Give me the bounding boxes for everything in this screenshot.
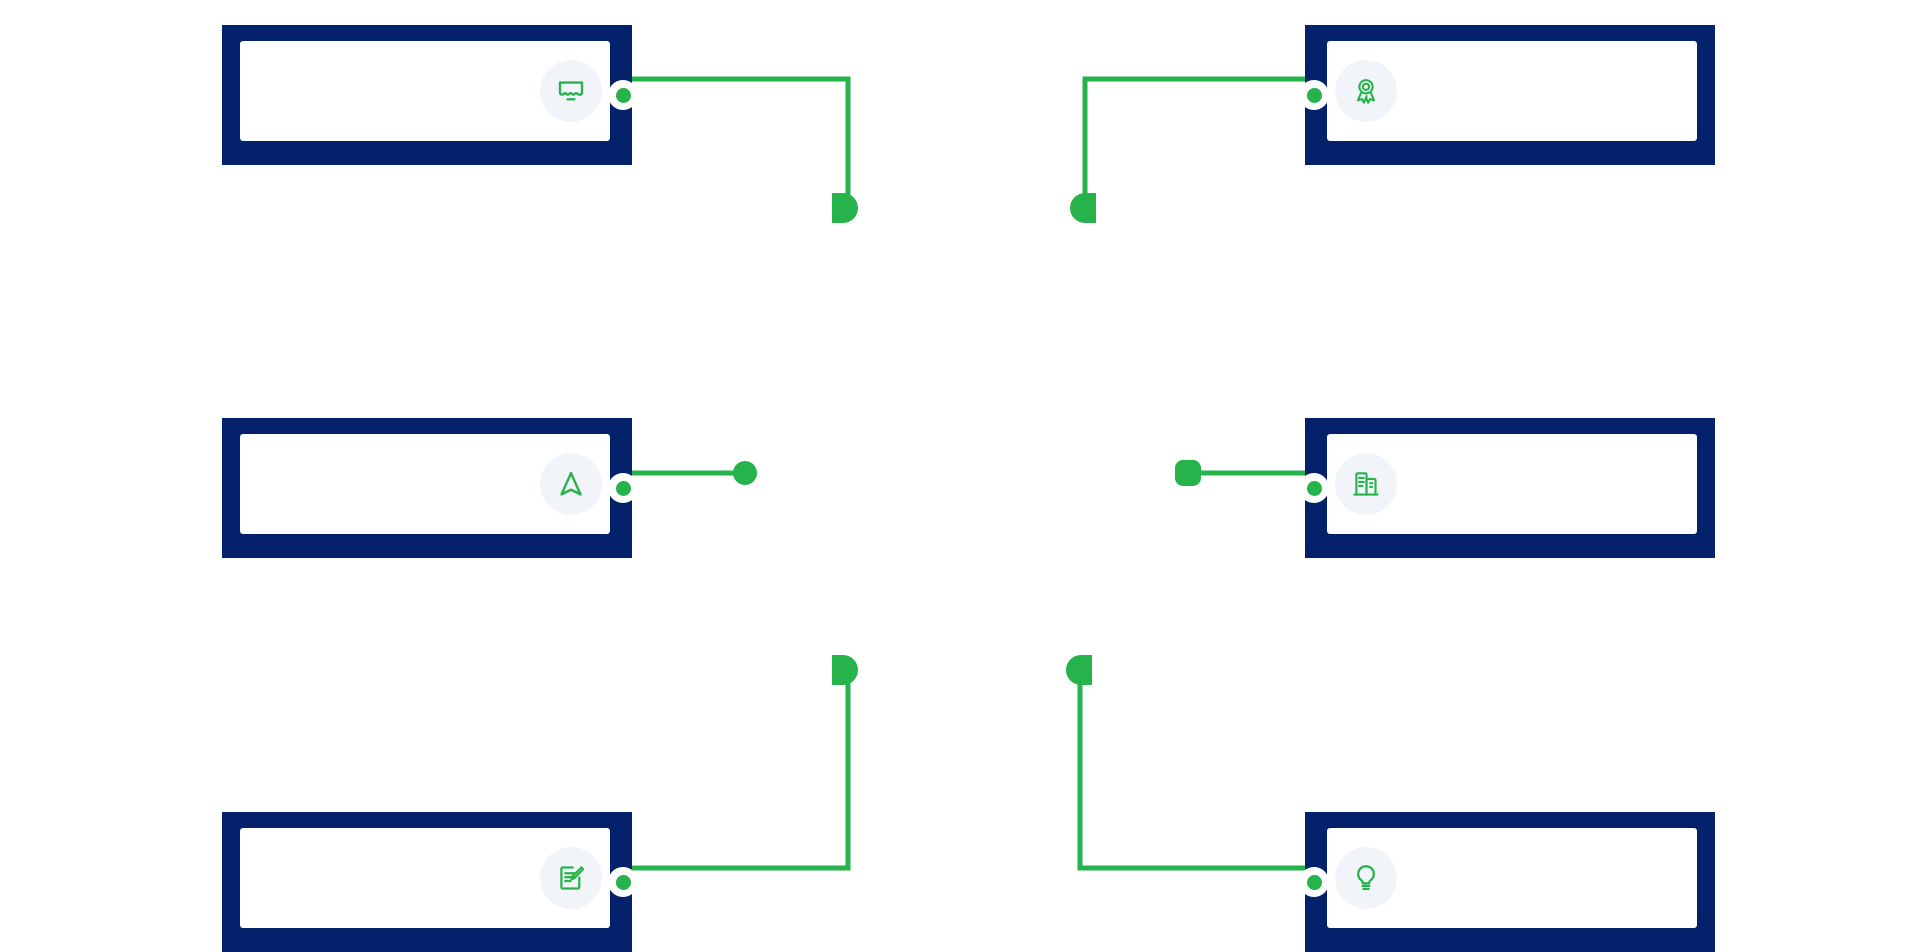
- navigation-arrow-icon-badge: [540, 453, 602, 515]
- edge-endpoint-edge-navigation-out[interactable]: [733, 461, 757, 485]
- office-building-icon-badge: [1335, 453, 1397, 515]
- node-building-handle-dot: [1306, 480, 1322, 496]
- edge-endpoint-edge-form-edit-out[interactable]: [832, 655, 858, 685]
- node-building-connection-handle[interactable]: [1299, 473, 1329, 503]
- node-idea-connection-handle[interactable]: [1299, 867, 1329, 897]
- edge-edge-idea-in[interactable]: [1077, 672, 1315, 871]
- edge-endpoint-edge-building-in[interactable]: [1175, 460, 1201, 486]
- node-idea-handle-dot: [1306, 874, 1322, 890]
- edge-edge-award-in[interactable]: [1082, 76, 1315, 200]
- edge-endpoint-edge-idea-in[interactable]: [1066, 655, 1092, 685]
- navigation-arrow-icon: [556, 469, 586, 499]
- edge-endpoint-edge-display-out[interactable]: [832, 193, 858, 223]
- node-navigation-connection-handle[interactable]: [608, 473, 638, 503]
- edge-edge-display-out[interactable]: [620, 76, 851, 200]
- edge-edge-form-edit-out[interactable]: [620, 672, 851, 871]
- node-form-edit-connection-handle[interactable]: [608, 867, 638, 897]
- node-navigation-handle-dot: [615, 480, 631, 496]
- award-ribbon-icon-badge: [1335, 60, 1397, 122]
- document-edit-icon: [556, 863, 586, 893]
- node-award-panel[interactable]: [1327, 41, 1697, 141]
- node-award-connection-handle[interactable]: [1299, 80, 1329, 110]
- office-building-icon: [1351, 469, 1381, 499]
- node-display[interactable]: [222, 25, 638, 165]
- node-building[interactable]: [1299, 418, 1715, 558]
- node-award[interactable]: [1299, 25, 1715, 165]
- monitor-icon: [556, 76, 586, 106]
- edge-endpoint-edge-award-in[interactable]: [1070, 193, 1096, 223]
- node-form-edit-handle-dot: [615, 874, 631, 890]
- node-form-edit-panel[interactable]: [240, 828, 610, 928]
- document-edit-icon-badge: [540, 847, 602, 909]
- award-ribbon-icon: [1351, 76, 1381, 106]
- lightbulb-icon-badge: [1335, 847, 1397, 909]
- monitor-icon-badge: [540, 60, 602, 122]
- lightbulb-icon: [1351, 863, 1381, 893]
- node-idea-panel[interactable]: [1327, 828, 1697, 928]
- node-building-panel[interactable]: [1327, 434, 1697, 534]
- node-display-connection-handle[interactable]: [608, 80, 638, 110]
- node-display-handle-dot: [615, 87, 631, 103]
- node-award-handle-dot: [1306, 87, 1322, 103]
- node-navigation[interactable]: [222, 418, 638, 558]
- node-display-panel[interactable]: [240, 41, 610, 141]
- node-navigation-panel[interactable]: [240, 434, 610, 534]
- node-idea[interactable]: [1299, 812, 1715, 952]
- node-form-edit[interactable]: [222, 812, 638, 952]
